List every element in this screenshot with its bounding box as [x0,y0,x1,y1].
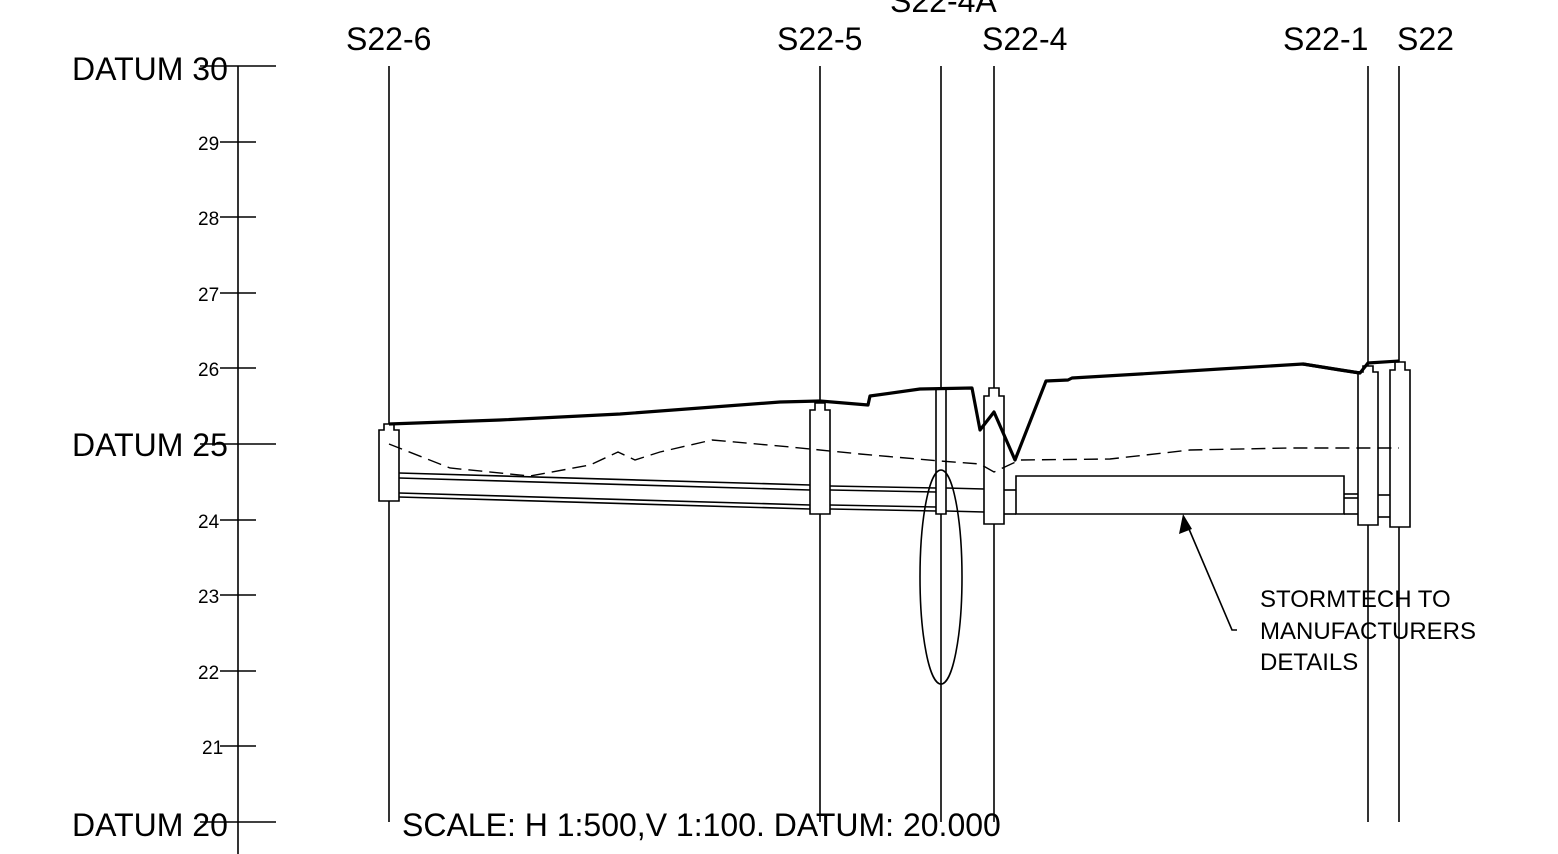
note-leader-line [1185,521,1237,631]
chainage-lines [388,66,1400,822]
manhole-s22-5 [809,402,831,515]
tick-27-label: 27 [198,285,219,306]
tick-21-label: 21 [202,738,223,759]
note-line-2: MANUFACTURERS [1260,618,1476,645]
note-arrowhead [1179,514,1192,534]
tick-23-label: 23 [198,587,219,608]
stormtech-chamber [1015,475,1345,515]
elevation-axis [200,65,276,854]
manholes [378,361,1411,528]
grade-notch [1302,362,1361,375]
datum-25-label: DATUM 25 [72,427,228,463]
structure-label-s22-6: S22-6 [346,21,431,57]
tick-22-label: 22 [198,663,219,684]
tick-24-label: 24 [198,512,220,533]
note-line-3: DETAILS [1260,649,1358,676]
tick-28-label: 28 [198,209,219,230]
tick-29-label: 29 [198,134,219,155]
structure-label-s22-4a: S22-4A [890,0,997,19]
tick-26-label: 26 [198,360,219,381]
manhole-s22-6 [378,423,400,502]
scale-note: SCALE: H 1:500,V 1:100. DATUM: 20.000 [402,807,1001,843]
finished-grade-line [388,359,1400,462]
structure-label-s22: S22 [1397,21,1454,57]
manhole-s22-1 [1357,365,1379,526]
highlight-ellipse [919,469,963,685]
existing-ground-line [388,439,1399,477]
manhole-s22-4a [935,388,947,515]
manhole-s22 [1389,361,1411,528]
datum-20-label: DATUM 20 [72,807,228,843]
datum-30-label: DATUM 30 [72,51,228,87]
structure-label-s22-1: S22-1 [1283,21,1368,57]
manhole-s22-4 [983,387,1005,525]
structure-label-s22-5: S22-5 [777,21,862,57]
pipe-runs [398,472,1390,518]
note-line-1: STORMTECH TO [1260,586,1451,613]
structure-label-s22-4: S22-4 [982,21,1067,57]
